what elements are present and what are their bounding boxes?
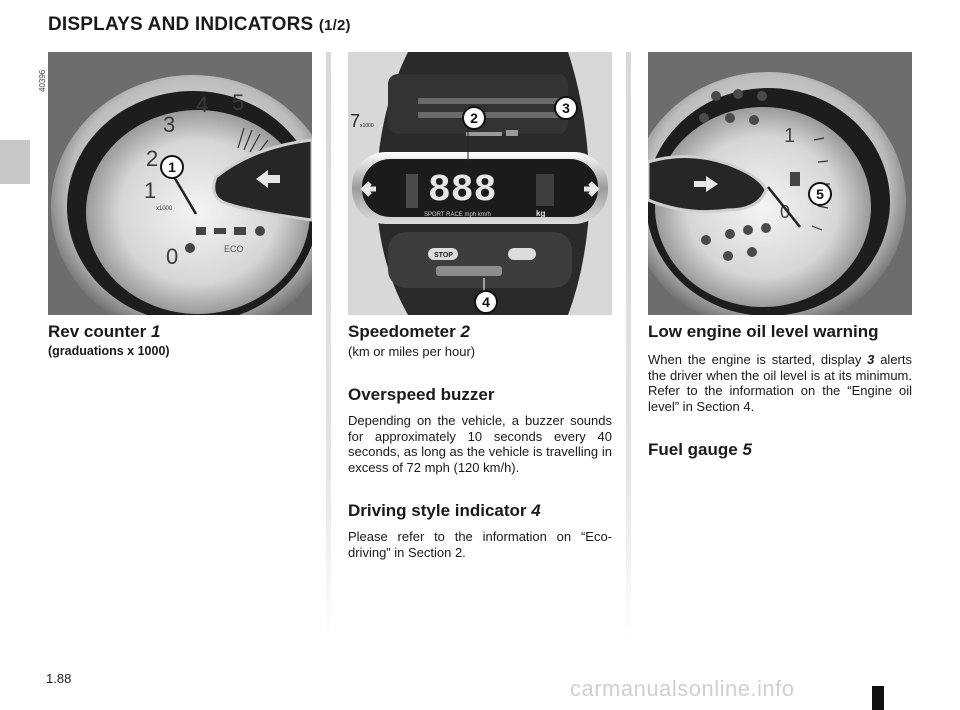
oil-warning-heading: Low engine oil level warning [648, 322, 879, 341]
callout-1 [160, 155, 184, 179]
dial-number: 3 [163, 112, 175, 137]
eco-drive-bar [436, 266, 502, 276]
dial-number: 1 [784, 125, 795, 147]
gear-shift-indicator [406, 174, 418, 208]
speedometer-subtitle: (km or miles per hour) [348, 344, 476, 359]
driving-style-heading: Driving style indicator 4 [348, 501, 541, 520]
corner-mark [872, 686, 884, 710]
arrow-left-icon [256, 170, 280, 188]
fuel-gauge-illustration: 1 0 5 [648, 52, 912, 315]
unit-label: x1000 [156, 206, 173, 212]
stop-start-indicator [428, 248, 458, 260]
figure-id: 40396 [38, 69, 47, 92]
overspeed-text: Depending on the vehicle, a buzzer sound… [348, 413, 612, 475]
speedometer-heading: Speedometer 2 [348, 322, 470, 341]
column-separator [326, 52, 331, 642]
dial-number: 0 [780, 202, 790, 222]
callout-5 [808, 182, 832, 206]
page-number: 1.88 [46, 671, 72, 686]
rev-counter-subtitle: (graduations x 1000) [48, 344, 170, 358]
left-column: Rev counter 1 (graduations x 1000) [48, 322, 312, 358]
mode-text: SPORT RACE mph km/h [424, 212, 491, 218]
oil-warning-text: When the engine is started, display 3 al… [648, 352, 912, 414]
page-title-text: DISPLAYS AND INDICATORS [48, 14, 314, 35]
dial-number: 5 [232, 90, 244, 115]
svg-text:3: 3 [562, 100, 570, 116]
callout-2 [462, 106, 486, 130]
fuel-gauge-figure: 1 0 5 [648, 52, 912, 315]
svg-text:4: 4 [482, 294, 490, 310]
side-unit: x1000 [360, 123, 374, 129]
middle-column: Speedometer 2 (km or miles per hour) Ove… [348, 322, 612, 560]
svg-text:STOP: STOP [434, 252, 453, 259]
service-icons [466, 130, 518, 136]
rev-counter-illustration: 0 1 2 3 4 5 x1000 ECO 1 [48, 52, 312, 315]
svg-text:2: 2 [470, 110, 478, 126]
eco-label: ECO [224, 244, 244, 254]
column-separator [626, 52, 631, 642]
arrow-right-icon [694, 176, 718, 192]
rev-counter-heading: Rev counter 1 [48, 322, 161, 341]
side-number: 7 [350, 111, 360, 131]
page-title: DISPLAYS AND INDICATORS (1/2) [48, 14, 351, 36]
overspeed-heading: Overspeed buzzer [348, 385, 495, 404]
speedometer-figure: 7 x1000 888 SPORT RACE mph km/h kg STOP … [348, 52, 612, 315]
warning-icons [699, 89, 771, 261]
dial-number: 0 [166, 244, 178, 269]
watermark: carmanualsonline.info [570, 676, 795, 701]
dial-number: 4 [196, 92, 208, 117]
fuel-needle [767, 186, 801, 228]
speedometer-illustration: 7 x1000 888 SPORT RACE mph km/h kg STOP … [348, 52, 612, 315]
callout-4 [474, 290, 498, 314]
arrow-right-icon [584, 181, 600, 197]
gear-digit [536, 174, 554, 206]
speed-digits: 888 [428, 169, 496, 212]
driving-style-text: Please refer to the information on “Eco-… [348, 529, 612, 560]
dial-number: 2 [146, 146, 158, 171]
arrow-left-icon [360, 181, 376, 197]
callout-3 [554, 96, 578, 120]
wrench-icon [508, 248, 536, 260]
section-tab [0, 140, 30, 184]
rev-counter-figure: 0 1 2 3 4 5 x1000 ECO 1 [48, 52, 312, 315]
kg-label: kg [536, 209, 545, 218]
svg-text:1: 1 [168, 159, 176, 175]
svg-text:5: 5 [816, 186, 824, 202]
right-column: Low engine oil level warning When the en… [648, 322, 912, 460]
dial-number: 1 [144, 178, 156, 203]
fuel-gauge-heading: Fuel gauge 5 [648, 440, 752, 459]
fuel-pump-icon [790, 172, 800, 186]
page-title-part: (1/2) [318, 17, 351, 34]
warning-icons [185, 226, 265, 253]
